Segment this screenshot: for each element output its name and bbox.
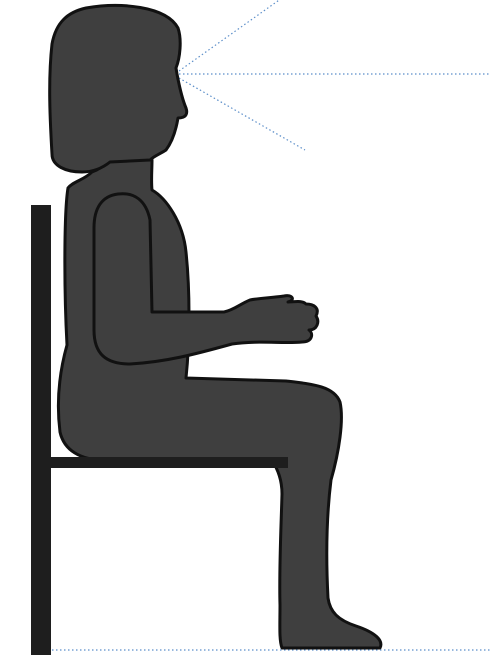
chair-backrest <box>31 205 51 655</box>
chair-seat <box>46 457 288 468</box>
person-arm-silhouette <box>94 194 318 364</box>
sight-line-upward <box>179 0 282 71</box>
person-head-silhouette <box>50 5 187 172</box>
sight-line-downward <box>179 78 305 150</box>
sight-lines <box>179 0 491 150</box>
